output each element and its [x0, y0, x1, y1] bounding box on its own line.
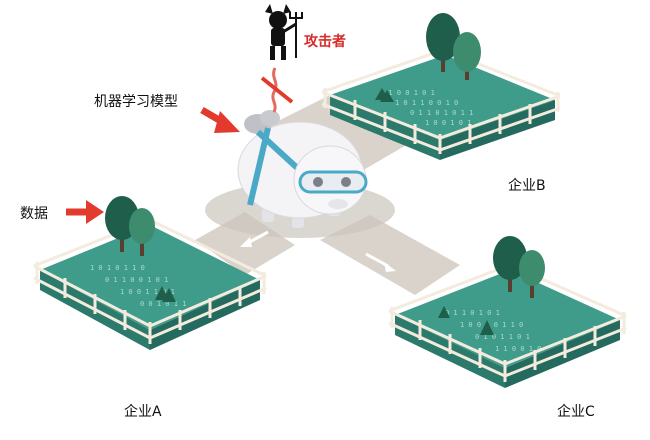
company-c-binary-pattern: 0 1 1 0 1 0 1 1 0 0 1 0 1 1 0 0 1 0 1 1 …	[445, 309, 541, 353]
svg-text:0 0 1 0 1 1: 0 0 1 0 1 1	[140, 300, 186, 308]
attacker-label: 攻击者	[304, 33, 346, 50]
road-arrows	[240, 230, 396, 272]
no-sniffing-icon	[260, 67, 294, 113]
arrow-to-company-a-icon	[240, 230, 269, 247]
goggles-icon	[298, 170, 368, 194]
company-b-label: 企业B	[508, 177, 546, 194]
company-a-bush-icon	[155, 286, 176, 302]
svg-text:0 1 0 0 1 0 1: 0 1 0 0 1 0 1	[380, 89, 435, 97]
svg-text:1 0 0 1 1 0 1: 1 0 0 1 1 0 1	[120, 288, 175, 296]
company-b-tree-icon	[426, 13, 481, 80]
road-to-company-c	[320, 215, 460, 295]
model-pointer-red-arrow-icon	[200, 106, 240, 133]
model-label: 机器学习模型	[94, 94, 178, 110]
company-b-binary-pattern: 0 1 0 0 1 0 1 1 0 1 1 0 0 1 0 0 1 1 0 1 …	[380, 89, 473, 127]
data-label: 数据	[20, 206, 48, 222]
svg-text:0 1 0 1 1 0 1: 0 1 0 1 1 0 1	[475, 333, 530, 341]
company-c-tree-icon	[493, 236, 545, 298]
road-to-company-b	[270, 95, 415, 172]
company-a-tree-icon	[105, 196, 155, 256]
svg-text:1 0 1 1 0 0 1 0: 1 0 1 1 0 0 1 0	[395, 99, 458, 107]
company-b-field: 0 1 0 0 1 0 1 1 0 1 1 0 0 1 0 0 1 1 0 1 …	[321, 13, 561, 160]
arrow-to-company-c-icon	[365, 252, 396, 272]
company-b-bush-icon	[375, 88, 394, 102]
company-c-fence-icon	[388, 263, 627, 382]
svg-text:0 1 1 0 0 1 0 1: 0 1 1 0 0 1 0 1	[105, 276, 168, 284]
data-pointer-red-arrow-icon	[66, 200, 104, 224]
pig-with-goggles-icon	[237, 110, 368, 228]
company-a-fence-icon	[33, 218, 267, 344]
company-c-field: 0 1 1 0 1 0 1 1 0 0 1 0 1 1 0 0 1 0 1 1 …	[388, 236, 627, 388]
svg-text:1 0 0 1 0 1 1 0: 1 0 0 1 0 1 1 0	[460, 321, 523, 329]
company-a-binary-pattern: 1 0 1 0 1 1 0 0 1 1 0 0 1 0 1 1 0 0 1 1 …	[90, 264, 186, 308]
company-c-label: 企业C	[557, 403, 595, 420]
svg-text:1 1 0 0 1 0: 1 1 0 0 1 0	[495, 345, 541, 353]
svg-text:1 0 0 1 0 1: 1 0 0 1 0 1	[425, 119, 471, 127]
devil-with-pitchfork-icon	[265, 4, 303, 60]
company-c-bush-icon	[438, 306, 494, 335]
company-a-label: 企业A	[124, 403, 162, 420]
svg-text:0 1 1 0 1 0 1 1: 0 1 1 0 1 0 1 1	[410, 109, 473, 117]
svg-text:0 1 1 0 1 0 1: 0 1 1 0 1 0 1	[445, 309, 500, 317]
svg-text:1 0 1 0 1 1 0: 1 0 1 0 1 1 0	[90, 264, 145, 272]
company-b-fence-icon	[321, 48, 561, 154]
company-a-field: 1 0 1 0 1 1 0 0 1 1 0 0 1 0 1 1 0 0 1 1 …	[33, 196, 267, 350]
